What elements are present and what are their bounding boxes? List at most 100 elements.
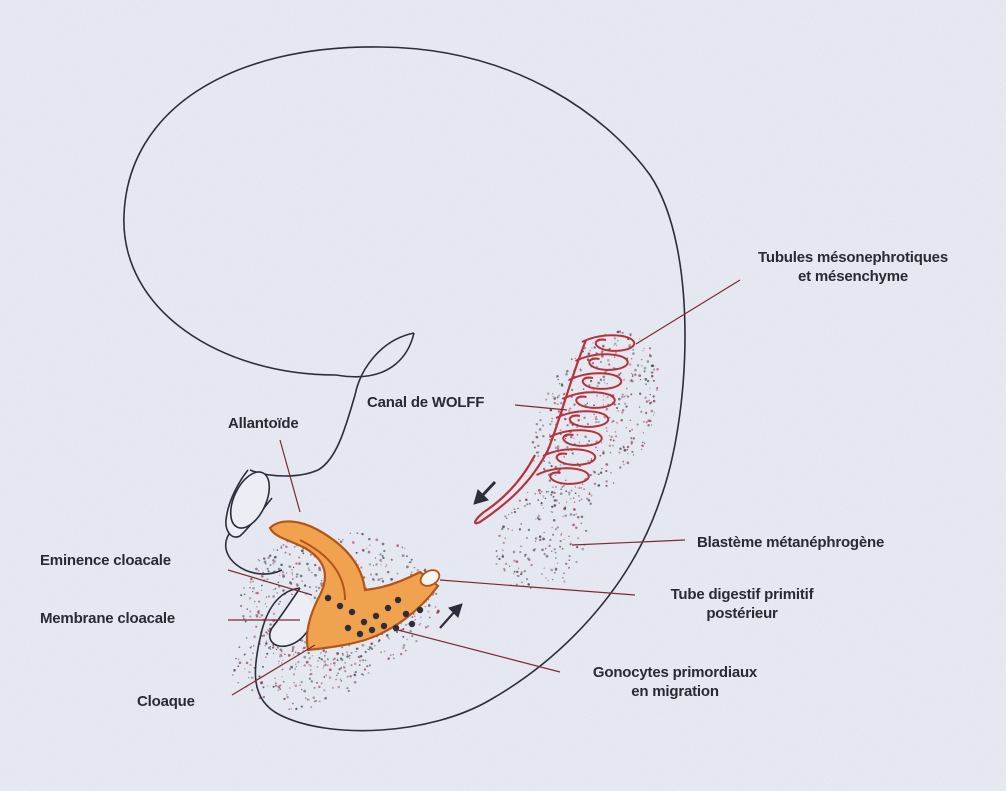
stipple-dot (363, 674, 365, 676)
stipple-dot (591, 347, 592, 348)
stipple-dot (602, 345, 605, 348)
stipple-dot (275, 685, 277, 687)
stipple-dot (496, 556, 498, 558)
stipple-dot (553, 492, 555, 494)
stipple-dot (356, 560, 357, 561)
stipple-dot (249, 611, 251, 613)
stipple-dot (265, 642, 267, 644)
stipple-dot (602, 451, 605, 454)
stipple-dot (570, 544, 572, 546)
stipple-dot (344, 670, 346, 672)
stipple-dot (590, 380, 592, 382)
stipple-dot (617, 340, 618, 341)
stipple-dot (656, 368, 659, 371)
stipple-dot (654, 412, 655, 413)
stipple-dot (327, 665, 329, 667)
stipple-dot (561, 486, 563, 488)
stipple-dot (284, 698, 286, 700)
stipple-dot (541, 502, 543, 504)
stipple-dot (301, 689, 303, 691)
stipple-dot (581, 498, 583, 500)
stipple-dot (239, 646, 241, 648)
stipple-dot (274, 561, 276, 563)
stipple-dot (304, 584, 306, 586)
stipple-dot (403, 644, 406, 647)
stipple-dot (595, 416, 597, 418)
stipple-dot (615, 431, 617, 433)
stipple-dot (546, 555, 549, 558)
stipple-dot (272, 595, 275, 598)
stipple-dot (621, 396, 623, 398)
stipple-dot (551, 527, 552, 528)
stipple-dot (356, 648, 358, 650)
stipple-dot (541, 548, 544, 551)
label-tube-digestif-line2: postérieur (706, 605, 777, 622)
stipple-dot (543, 553, 545, 555)
stipple-dot (631, 451, 633, 453)
stipple-dot (532, 441, 535, 444)
stipple-dot (427, 611, 429, 613)
stipple-dot (429, 616, 431, 618)
stipple-dot (584, 436, 587, 439)
stipple-dot (402, 628, 404, 630)
stipple-dot (355, 552, 357, 554)
stipple-dot (614, 343, 616, 345)
stipple-dot (349, 675, 351, 677)
stipple-dot (323, 676, 325, 678)
stipple-dot (588, 357, 589, 358)
stipple-dot (578, 487, 580, 489)
stipple-dot (299, 684, 301, 686)
stipple-dot (607, 396, 609, 398)
stipple-dot (621, 411, 624, 414)
stipple-dot (298, 562, 301, 565)
stipple-dot (543, 497, 544, 498)
gonocyte (349, 609, 355, 615)
stipple-dot (420, 617, 421, 618)
stipple-dot (297, 661, 299, 663)
stipple-dot (555, 528, 557, 530)
stipple-dot (519, 528, 521, 530)
stipple-dot (645, 412, 647, 414)
stipple-dot (308, 569, 310, 571)
stipple-dot (630, 420, 632, 422)
stipple-dot (542, 424, 544, 426)
stipple-dot (563, 539, 564, 540)
stipple-dot (628, 344, 631, 347)
stipple-dot (380, 651, 382, 653)
stipple-dot (368, 672, 370, 674)
stipple-dot (590, 503, 592, 505)
stipple-dot (301, 639, 304, 642)
stipple-dot (576, 426, 578, 428)
stipple-dot (514, 571, 516, 573)
stipple-dot (375, 573, 378, 576)
stipple-dot (425, 606, 426, 607)
stipple-dot (356, 532, 358, 534)
stipple-dot (317, 660, 319, 662)
stipple-dot (344, 662, 346, 664)
stipple-dot (502, 525, 505, 528)
stipple-dot (566, 501, 567, 502)
stipple-dot (242, 615, 244, 617)
stipple-dot (622, 461, 624, 463)
stipple-dot (366, 665, 368, 667)
stipple-dot (305, 697, 307, 699)
stipple-dot (261, 614, 264, 617)
stipple-dot (585, 530, 587, 532)
stipple-dot (554, 504, 557, 507)
stipple-dot (548, 457, 549, 458)
stipple-dot (362, 549, 364, 551)
stipple-dot (385, 566, 387, 568)
stipple-dot (336, 652, 339, 655)
stipple-dot (258, 610, 260, 612)
stipple-dot (630, 335, 632, 337)
stipple-dot (589, 350, 591, 352)
stipple-dot (508, 514, 509, 515)
stipple-dot (538, 515, 541, 518)
stipple-dot (290, 708, 292, 710)
stipple-dot (310, 669, 311, 670)
stipple-dot (514, 511, 516, 513)
stipple-dot (586, 498, 588, 500)
stipple-dot (569, 407, 571, 409)
